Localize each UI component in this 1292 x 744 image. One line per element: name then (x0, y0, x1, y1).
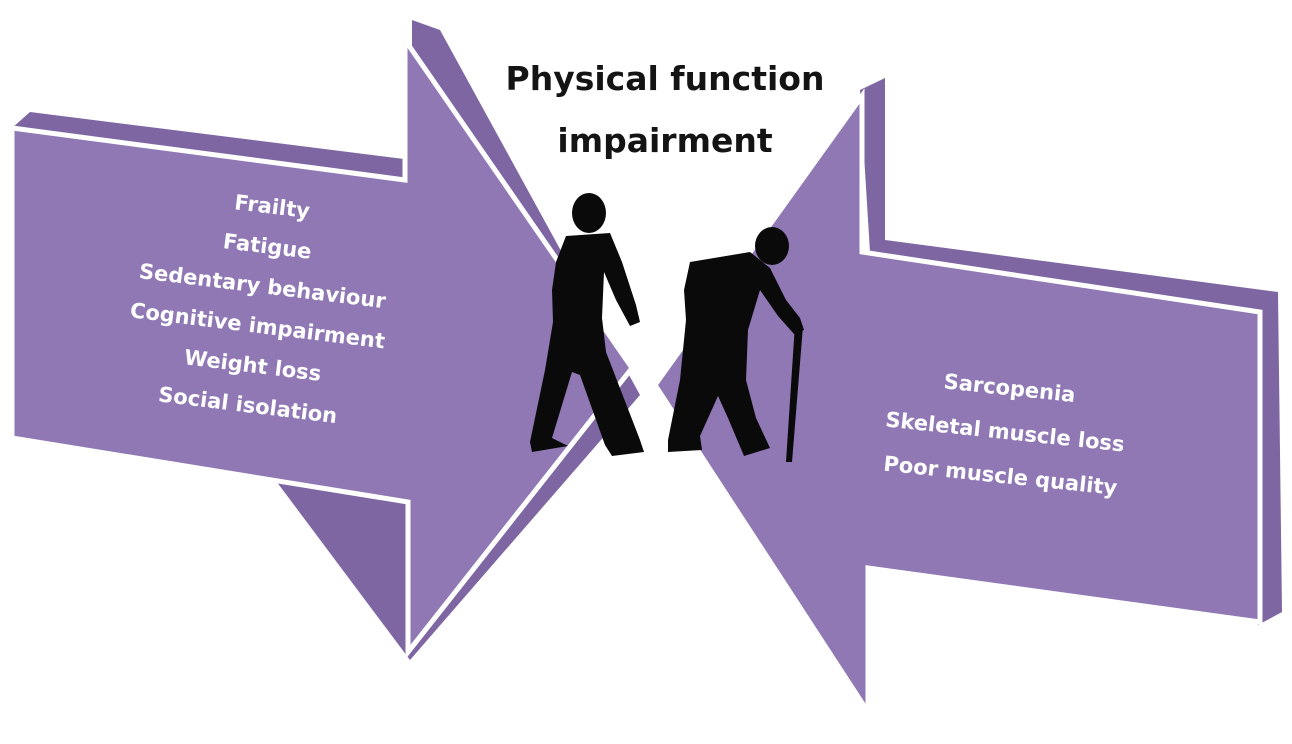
diagram-title: Physical function impairment (470, 48, 860, 172)
diagram-title-line-1: Physical function (470, 48, 860, 110)
left-arrow-factor-list: Frailty Fatigue Sedentary behaviour Cogn… (96, 169, 423, 444)
diagram-title-line-2: impairment (470, 110, 860, 172)
